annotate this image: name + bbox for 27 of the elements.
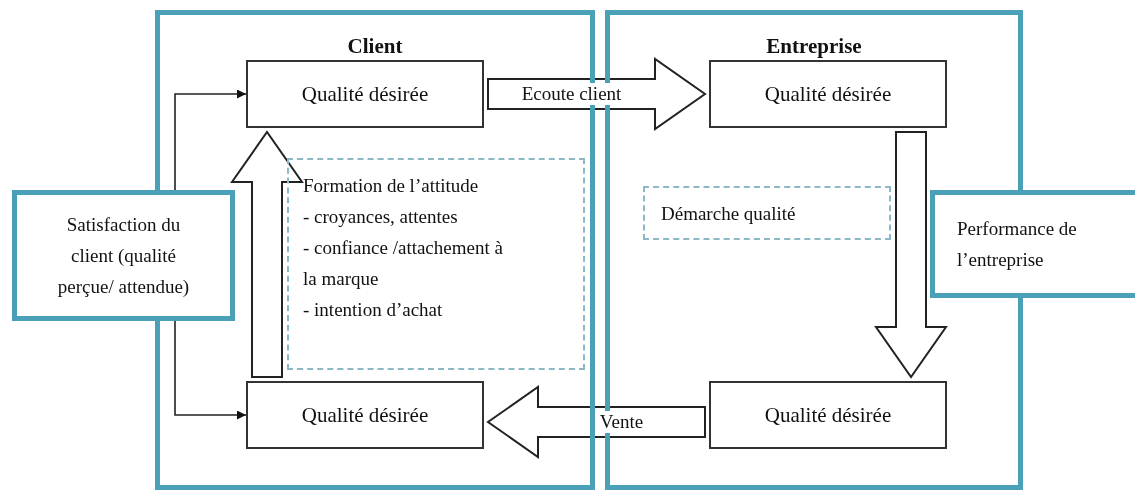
- block-arrow: [230, 130, 304, 378]
- box-text: Qualité désirée: [301, 402, 429, 428]
- process-box: [246, 60, 484, 128]
- dashed-box: [287, 158, 585, 370]
- process-box: [709, 60, 947, 128]
- note-text: Démarche qualité: [661, 201, 796, 226]
- process-box: [709, 381, 947, 449]
- note-heading: Formation de l’attitude: [303, 174, 480, 198]
- edge-label: Vente: [597, 411, 646, 433]
- connector-arrow: [174, 89, 247, 191]
- box-text: Qualité désirée: [301, 81, 429, 107]
- block-arrow: [874, 131, 948, 379]
- box-text: Qualité désirée: [764, 81, 892, 107]
- dashed-box: [643, 186, 891, 240]
- panel-heading: Entreprise: [765, 33, 863, 59]
- process-box: [246, 381, 484, 449]
- list-item: - confiance /attachement à la marque: [303, 236, 504, 291]
- edge-label: Ecoute client: [519, 83, 624, 105]
- list-item: - intention d’achat: [303, 298, 444, 322]
- outcome-box: [930, 190, 1135, 298]
- list-item: - croyances, attentes: [303, 205, 459, 229]
- outcome-box: [12, 190, 235, 321]
- box-text: Satisfaction du client (qualité perçue/ attendue): [56, 213, 191, 299]
- box-text: Qualité désirée: [764, 402, 892, 428]
- connector-arrow: [174, 320, 247, 420]
- box-text: Performance de l’entreprise: [957, 217, 1078, 272]
- panel-heading: Client: [346, 33, 404, 59]
